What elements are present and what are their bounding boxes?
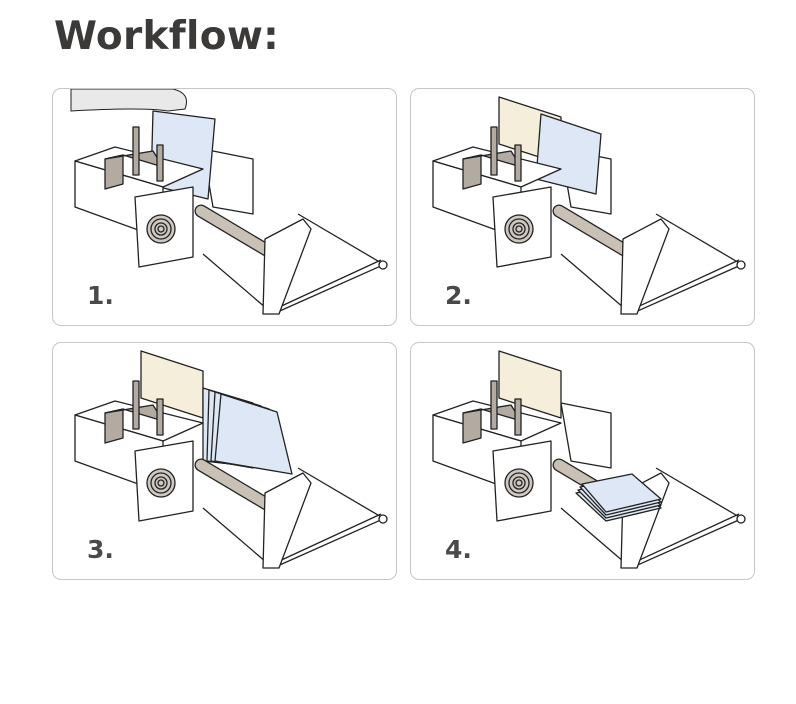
frame-rail bbox=[274, 513, 382, 564]
paper-sheet bbox=[214, 393, 293, 475]
paper-guide bbox=[462, 154, 482, 190]
frame-rail bbox=[272, 264, 384, 315]
frame-rail bbox=[274, 259, 382, 310]
speaker-icon bbox=[154, 222, 168, 236]
machine-rear-housing bbox=[202, 148, 254, 215]
step-number: 4. bbox=[445, 535, 472, 564]
frame-rail bbox=[630, 518, 742, 569]
guide-post bbox=[132, 126, 140, 176]
machine-illustration bbox=[432, 350, 746, 569]
frame-rail bbox=[272, 518, 384, 569]
frame-rail bbox=[655, 213, 742, 265]
frame-rail bbox=[560, 253, 632, 315]
guide-post bbox=[514, 398, 522, 436]
frame-rail bbox=[202, 253, 274, 315]
machine-rear-housing bbox=[560, 402, 612, 469]
paper-guide bbox=[104, 408, 124, 444]
guide-post bbox=[156, 398, 164, 436]
rail-end-cap bbox=[378, 514, 388, 524]
workflow-step-4: 4. bbox=[410, 342, 755, 580]
frame-rail bbox=[297, 467, 384, 519]
speaker-icon bbox=[154, 476, 168, 490]
workflow-step-3: 3. bbox=[52, 342, 397, 580]
hand-illustration bbox=[70, 89, 187, 112]
page-title: Workflow: bbox=[54, 14, 280, 59]
workflow-step-1: 1. bbox=[52, 88, 397, 326]
machine-illustration bbox=[70, 89, 388, 315]
rail-end-cap bbox=[736, 260, 746, 270]
frame-rail bbox=[632, 513, 740, 564]
roller-bracket bbox=[620, 218, 670, 315]
speaker-icon bbox=[157, 479, 165, 487]
roller-bracket bbox=[262, 472, 312, 569]
guide-post bbox=[514, 144, 522, 182]
guide-post bbox=[490, 126, 498, 176]
machine-illustration bbox=[432, 96, 746, 315]
rail-end-cap bbox=[736, 514, 746, 524]
guide-post bbox=[490, 380, 498, 430]
speaker-icon bbox=[512, 222, 526, 236]
guide-post bbox=[156, 144, 164, 182]
guide-post bbox=[132, 380, 140, 430]
paper-sheet bbox=[535, 113, 602, 195]
frame-rail bbox=[202, 507, 274, 569]
frame-rail bbox=[630, 264, 742, 315]
roller-bracket bbox=[262, 218, 312, 315]
speaker-icon bbox=[150, 472, 172, 494]
frame-rail bbox=[655, 467, 742, 519]
step-number: 3. bbox=[87, 535, 114, 564]
paper-guide bbox=[104, 154, 124, 190]
speaker-icon bbox=[515, 479, 523, 487]
speaker-icon bbox=[508, 472, 530, 494]
step-number: 2. bbox=[445, 281, 472, 310]
step-number: 1. bbox=[87, 281, 114, 310]
rail-end-cap bbox=[378, 260, 388, 270]
speaker-icon bbox=[508, 218, 530, 240]
frame-rail bbox=[560, 507, 632, 569]
frame-rail bbox=[297, 213, 384, 265]
speaker-icon bbox=[150, 218, 172, 240]
frame-rail bbox=[632, 259, 740, 310]
speaker-icon bbox=[157, 225, 165, 233]
machine-illustration bbox=[74, 350, 388, 569]
speaker-icon bbox=[512, 476, 526, 490]
workflow-step-2: 2. bbox=[410, 88, 755, 326]
paper-stack bbox=[581, 473, 662, 513]
speaker-icon bbox=[515, 225, 523, 233]
paper-guide bbox=[462, 408, 482, 444]
